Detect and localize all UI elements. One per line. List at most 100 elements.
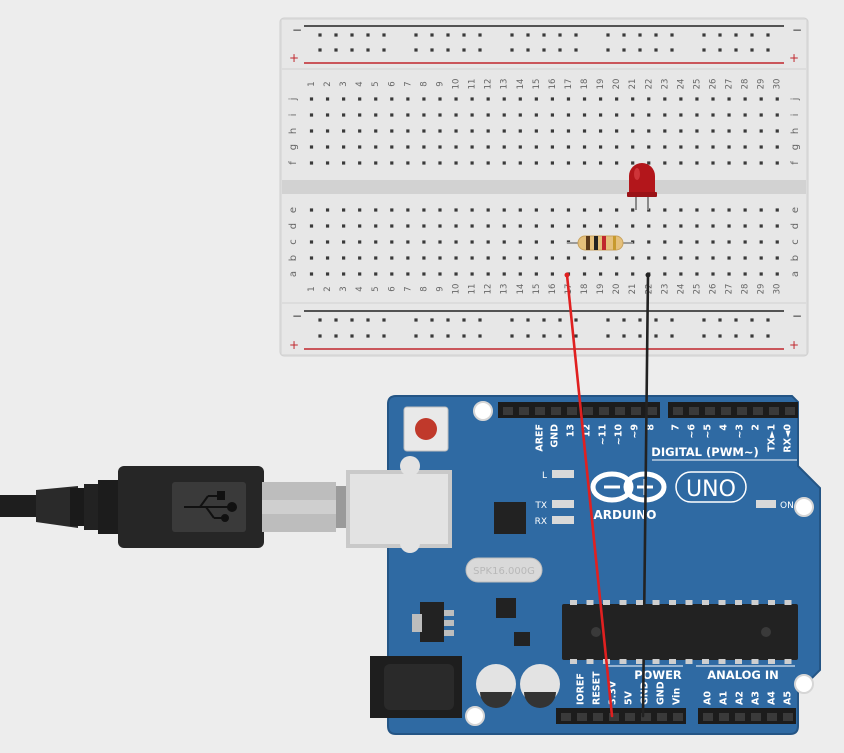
rail-hole — [510, 318, 514, 322]
row-letter: i — [790, 114, 801, 117]
rail-hole — [334, 48, 338, 52]
crystal — [465, 557, 543, 583]
breadboard-hole — [695, 113, 699, 117]
column-number: 4 — [355, 81, 365, 86]
column-number: 1 — [307, 81, 317, 86]
breadboard-hole — [325, 129, 330, 133]
breadboard-hole — [486, 272, 490, 276]
breadboard-hole — [759, 161, 763, 165]
rail-hole — [766, 33, 770, 37]
breadboard-hole — [325, 256, 330, 260]
reset-button[interactable] — [403, 406, 449, 452]
breadboard-hole — [711, 129, 715, 133]
column-number: 22 — [644, 284, 654, 295]
breadboard-hole — [470, 240, 474, 244]
chip-leg — [570, 659, 577, 664]
row-letter: h — [288, 128, 299, 134]
chip-leg — [586, 659, 594, 664]
breadboard-hole — [406, 272, 410, 276]
rail-hole — [350, 33, 354, 37]
breadboard-hole — [518, 129, 522, 133]
breadboard-hole — [679, 224, 683, 228]
rail-hole — [446, 318, 450, 322]
digital-pin-label: ~5 — [703, 424, 714, 439]
power-pin-label: GND — [640, 681, 651, 705]
breadboard-hole — [534, 224, 538, 228]
rail-hole — [526, 334, 530, 338]
red-wire-5v[interactable] — [565, 273, 614, 718]
breadboard-hole — [486, 240, 490, 244]
breadboard-hole — [775, 240, 779, 244]
rail-hole — [334, 334, 338, 338]
rail-hole — [510, 48, 514, 52]
rail-hole — [670, 318, 674, 322]
black-wire-gnd[interactable] — [641, 273, 650, 718]
breadboard-hole — [438, 145, 442, 149]
breadboard-hole — [631, 208, 635, 212]
red-led[interactable] — [627, 163, 657, 210]
column-number: 27 — [725, 284, 735, 295]
breadboard-hole — [325, 240, 330, 244]
breadboard-hole — [647, 161, 651, 165]
column-number: 27 — [725, 79, 735, 90]
breadboard-hole — [374, 208, 378, 212]
header-socket — [561, 713, 571, 721]
header-socket — [599, 407, 609, 415]
breadboard-hole — [309, 240, 314, 244]
breadboard-hole — [486, 97, 490, 101]
breadboard[interactable]: − − + + − − + + 112233445566778899101011… — [279, 17, 809, 357]
mounting-hole — [794, 674, 814, 694]
breadboard-hole — [759, 240, 763, 244]
breadboard-hole — [727, 240, 731, 244]
breadboard-hole — [550, 272, 554, 276]
breadboard-holes — [309, 33, 779, 338]
atmega-microcontroller — [562, 604, 798, 660]
rail-hole — [574, 48, 578, 52]
chip-leg — [652, 659, 660, 664]
breadboard-hole — [438, 240, 442, 244]
breadboard-hole — [438, 256, 442, 260]
header-socket — [625, 713, 635, 721]
breadboard-hole — [406, 129, 410, 133]
column-number: 8 — [419, 81, 429, 86]
breadboard-hole — [358, 272, 362, 276]
column-number: 19 — [596, 284, 606, 295]
breadboard-hole — [486, 208, 490, 212]
breadboard-hole — [615, 129, 619, 133]
chip-leg — [702, 659, 709, 664]
rail-hole — [654, 48, 658, 52]
breadboard-hole — [454, 208, 458, 212]
digital-pin-label: 8 — [646, 424, 657, 431]
column-number: 9 — [435, 286, 445, 291]
breadboard-hole — [695, 272, 699, 276]
breadboard-hole — [534, 161, 538, 165]
column-number: 1 — [307, 286, 317, 291]
breadboard-hole — [582, 145, 587, 149]
breadboard-hole — [374, 145, 378, 149]
resistor[interactable] — [567, 235, 633, 251]
row-letter: b — [288, 255, 299, 261]
arduino-uno-board[interactable]: SPK16.000G L TX RX — [346, 395, 821, 735]
column-number: 11 — [468, 79, 478, 90]
breadboard-hole — [470, 256, 474, 260]
column-number: 24 — [676, 79, 686, 90]
breadboard-hole — [309, 224, 314, 228]
transistor — [514, 632, 530, 646]
header-socket — [593, 713, 603, 721]
breadboard-hole — [374, 161, 378, 165]
analog-pin-label: A1 — [719, 691, 730, 705]
breadboard-hole — [486, 145, 490, 149]
breadboard-hole — [358, 161, 362, 165]
breadboard-hole — [679, 208, 683, 212]
header-socket — [719, 713, 729, 721]
column-number: 25 — [692, 79, 702, 90]
rail-hole — [606, 33, 610, 37]
power-pin-label: 3.3V — [608, 680, 619, 705]
breadboard-hole — [374, 256, 378, 260]
breadboard-hole — [631, 129, 635, 133]
rail-neg-label: − — [792, 309, 802, 323]
row-letter: e — [790, 207, 801, 213]
rail-hole — [638, 33, 642, 37]
chip-leg — [685, 659, 693, 664]
breadboard-hole — [695, 129, 699, 133]
